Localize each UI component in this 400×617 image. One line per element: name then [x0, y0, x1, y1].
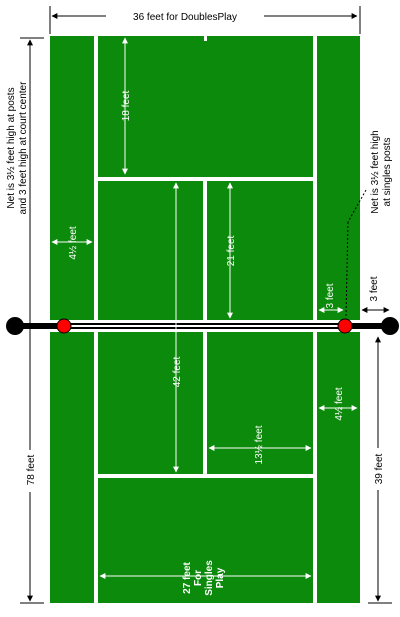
singles-sideline-left-bottom — [94, 332, 98, 603]
alley-width-bottom-label: 4½ feet — [334, 387, 345, 421]
center-service-line-top — [203, 177, 207, 320]
center-mark — [204, 36, 207, 41]
inner-dimensions — [51, 37, 358, 579]
singles-post-note-line2: at singles posts — [382, 138, 393, 207]
singles-width-label: 27 feet For Singles Play — [182, 560, 226, 596]
total-length-label: 78 feet — [26, 454, 37, 485]
singles-width-label-line1: 27 feet — [182, 561, 193, 593]
singles-post-note: Net is 3½ feet high at singles posts — [370, 130, 393, 213]
singles-width-label-line3: Singles — [204, 560, 215, 596]
alley-width-top-label: 4½ feet — [68, 226, 79, 260]
net-height-note: Net is 3½ feet high at posts and 3 feet … — [6, 81, 29, 215]
singles-post-note-line1: Net is 3½ feet high — [370, 130, 381, 213]
singles-post-right — [337, 318, 353, 334]
net — [6, 317, 399, 335]
net-height-note-line1: Net is 3½ feet high at posts — [6, 87, 17, 208]
half-length-label-bg — [371, 448, 385, 490]
doubles-post-left — [6, 317, 24, 335]
singles-width-label-line4: Play — [215, 567, 226, 588]
net-to-baseline-label: 42 feet — [172, 356, 183, 387]
post-offset-label: 3 feet — [325, 283, 336, 308]
service-box-width-label: 13½ feet — [254, 425, 265, 464]
singles-width-label-line2: For — [193, 570, 204, 586]
total-length-label-bg — [23, 450, 37, 492]
court-lines — [94, 36, 317, 603]
singles-post-left — [56, 318, 72, 334]
service-line-to-net-label: 21 feet — [226, 235, 237, 266]
center-service-line-bottom — [203, 332, 207, 478]
doubles-post-right — [381, 317, 399, 335]
post-offset-outside-label: 3 feet — [369, 276, 380, 301]
singles-sideline-right-bottom — [313, 332, 317, 603]
labels: 36 feet for DoublesPlay 18 feet 21 feet … — [6, 8, 393, 596]
doubles-width-label: 36 feet for DoublesPlay — [133, 12, 237, 23]
half-length-label: 39 feet — [374, 453, 385, 484]
doubles-width-label-bg — [106, 8, 264, 23]
net-height-note-line2: and 3 feet high at court center — [18, 81, 29, 215]
singles-post-leader-drop — [345, 221, 349, 319]
service-depth-label: 18 feet — [121, 90, 132, 121]
